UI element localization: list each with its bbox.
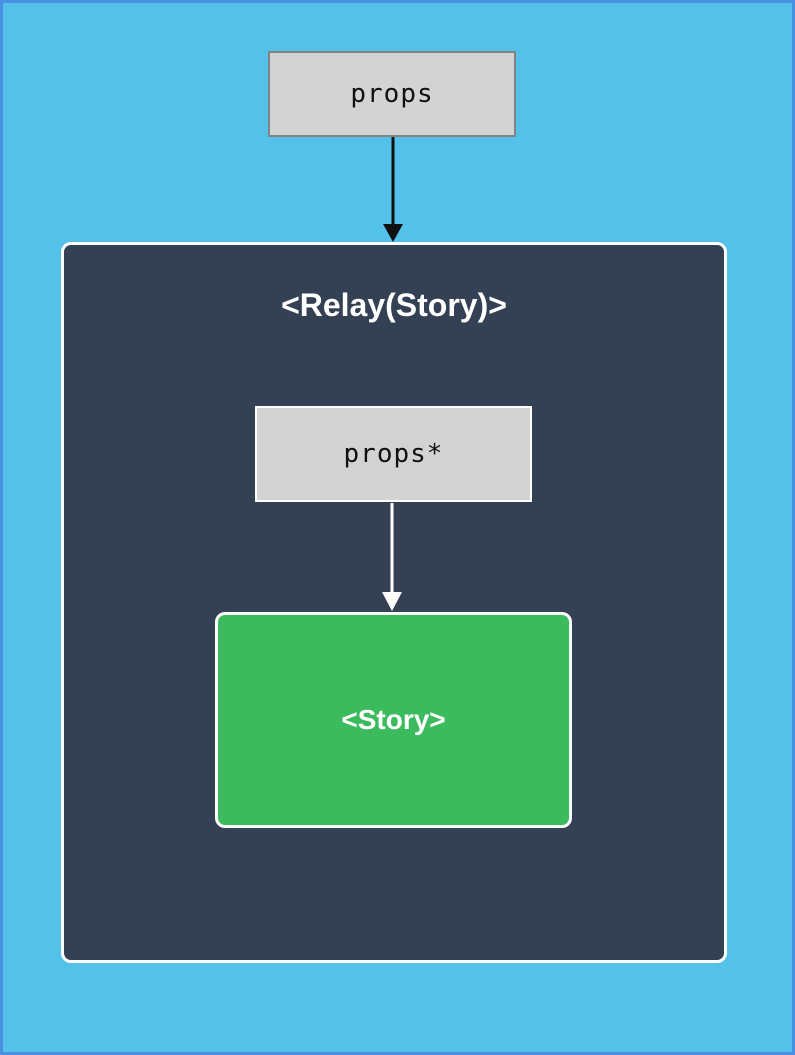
- arrow-shaft: [390, 503, 394, 593]
- props-star-label: props*: [343, 439, 444, 469]
- props-label: props: [350, 79, 434, 109]
- arrow-shaft: [391, 137, 395, 225]
- props-box: props: [268, 51, 516, 137]
- arrow-head-icon: [382, 592, 402, 611]
- props-to-relay-arrow: [381, 137, 405, 242]
- arrow-head-icon: [383, 224, 403, 242]
- props-star-box: props*: [255, 406, 532, 502]
- relay-container-title: <Relay(Story)>: [281, 287, 507, 323]
- story-box: <Story>: [215, 612, 572, 828]
- relay-container: <Relay(Story)> props* <Story>: [61, 242, 727, 963]
- story-label: <Story>: [341, 704, 446, 735]
- props-star-to-story-arrow: [380, 503, 404, 611]
